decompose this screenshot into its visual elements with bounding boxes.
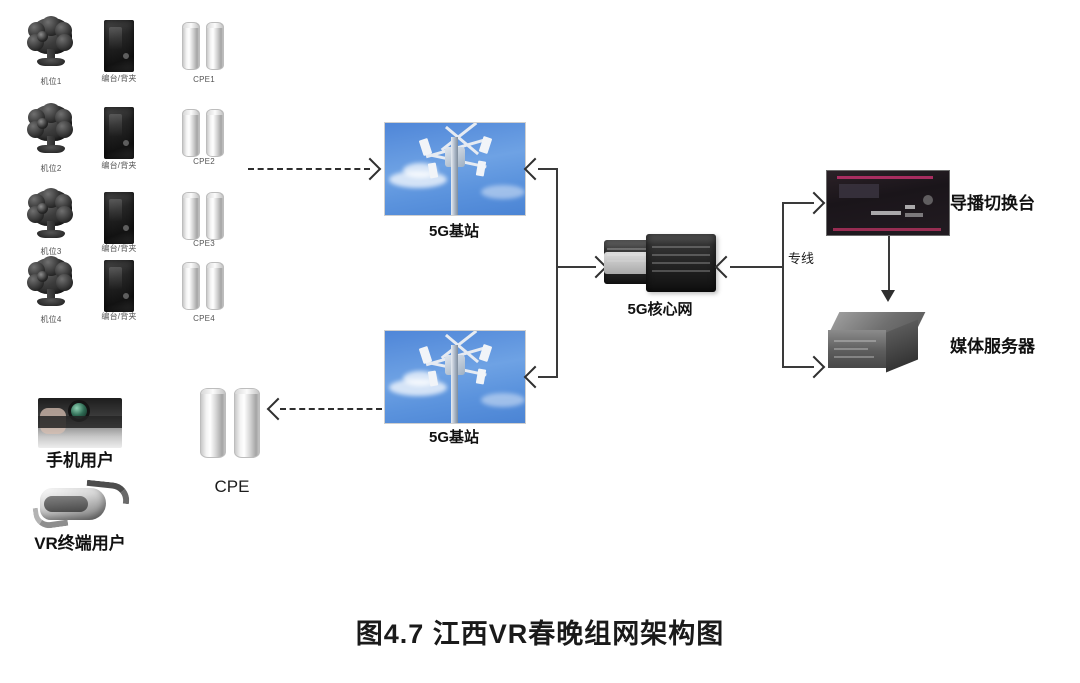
wireless-link-uplink xyxy=(248,168,370,170)
figure-caption: 图4.7 江西VR春晚组网架构图 xyxy=(355,619,725,649)
encoder-label-3: 编台/背夹 xyxy=(101,244,137,253)
line-to-switcher xyxy=(782,202,814,204)
backhaul-vertical-bus xyxy=(556,168,558,378)
base-station-lower-image xyxy=(384,330,526,424)
cpe-icon-3 xyxy=(182,192,226,240)
base-station-lower-label: 5G基站 xyxy=(428,429,479,446)
cpe-label-1: CPE1 xyxy=(193,75,215,84)
backhaul-upper-segment xyxy=(538,168,556,170)
wireless-link-downlink-arrowhead xyxy=(266,397,290,421)
cpe-label-2: CPE2 xyxy=(193,157,215,166)
dedicated-line-trunk xyxy=(730,266,782,268)
dedicated-line-label: 专线 xyxy=(788,251,815,266)
core-network-label: 5G核心网 xyxy=(627,301,693,318)
encoder-icon-1 xyxy=(104,20,134,72)
encoder-icon-4 xyxy=(104,260,134,312)
camera-icon-1 xyxy=(27,16,74,70)
cpe-icon-2 xyxy=(182,109,226,157)
camera-label-1: 机位1 xyxy=(40,77,62,86)
wireless-link-downlink xyxy=(280,408,382,410)
camera-label-2: 机位2 xyxy=(40,164,62,173)
line-to-media-server xyxy=(782,366,814,368)
cpe-label-3: CPE3 xyxy=(193,239,215,248)
camera-icon-2 xyxy=(27,103,74,157)
phone-user-icon xyxy=(38,398,122,448)
switcher-to-server-arrowhead xyxy=(881,290,895,302)
director-switcher-label: 导播切换台 xyxy=(950,194,1035,213)
line-to-switcher-arrowhead xyxy=(802,191,826,215)
media-server-icon xyxy=(828,312,926,374)
client-cpe-icon xyxy=(200,388,262,458)
camera-label-3: 机位3 xyxy=(40,247,62,256)
encoder-icon-3 xyxy=(104,192,134,244)
encoder-icon-2 xyxy=(104,107,134,159)
media-server-label: 媒体服务器 xyxy=(950,337,1035,356)
client-cpe-label: CPE xyxy=(214,477,250,496)
backhaul-upper-arrowhead xyxy=(523,157,547,181)
base-station-upper-label: 5G基站 xyxy=(428,223,479,240)
core-network-icon xyxy=(604,234,716,296)
director-switcher-icon xyxy=(826,170,950,236)
cpe-icon-1 xyxy=(182,22,226,70)
cpe-label-4: CPE4 xyxy=(193,314,215,323)
camera-icon-4 xyxy=(27,256,74,310)
wireless-link-uplink-arrowhead xyxy=(358,157,382,181)
backhaul-lower-arrowhead xyxy=(523,365,547,389)
encoder-label-4: 编台/背夹 xyxy=(101,312,137,321)
vr-user-icon xyxy=(32,479,131,531)
switcher-to-server-line xyxy=(888,236,890,292)
encoder-label-2: 编台/背夹 xyxy=(101,161,137,170)
camera-icon-3 xyxy=(27,188,74,242)
base-station-upper-image xyxy=(384,122,526,216)
line-to-media-server-arrowhead xyxy=(802,355,826,379)
backhaul-lower-segment xyxy=(538,376,556,378)
backhaul-to-core-segment xyxy=(556,266,596,268)
camera-label-4: 机位4 xyxy=(40,315,62,324)
dedicated-line-riser xyxy=(782,202,784,366)
encoder-label-1: 编台/背夹 xyxy=(101,74,137,83)
phone-user-label: 手机用户 xyxy=(46,451,114,470)
cpe-icon-4 xyxy=(182,262,226,310)
vr-user-label: VR终端用户 xyxy=(34,534,126,553)
